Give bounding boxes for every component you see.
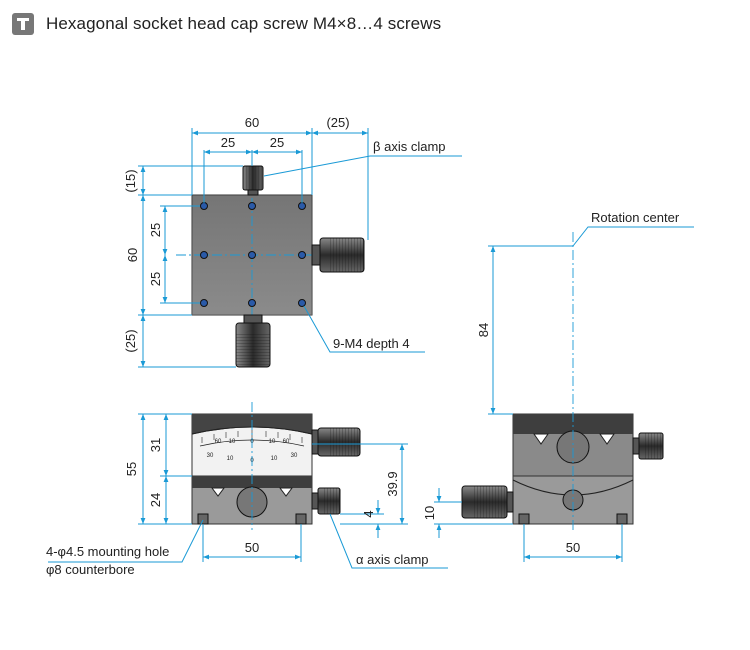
beta-clamp-label: β axis clamp bbox=[373, 139, 446, 154]
svg-text:10: 10 bbox=[227, 456, 234, 462]
rotation-center-label: Rotation center bbox=[591, 210, 680, 225]
dim-left-15: (15) bbox=[123, 169, 138, 192]
dim-left-25a: 25 bbox=[148, 223, 163, 237]
dim-top-25-paren: (25) bbox=[326, 115, 349, 130]
dim-side-84: 84 bbox=[476, 323, 491, 337]
side-view: 84 10 50 Rotation center bbox=[422, 210, 694, 562]
dim-top-25b: 25 bbox=[270, 135, 284, 150]
front-view: 60 10 0 10 60 30 10 0 10 30 55 31 24 bbox=[46, 402, 448, 577]
dim-left-25b: 25 bbox=[148, 272, 163, 286]
svg-text:60: 60 bbox=[215, 439, 222, 445]
svg-text:30: 30 bbox=[291, 453, 298, 459]
dim-front-50: 50 bbox=[245, 540, 259, 555]
m4-holes bbox=[200, 202, 306, 307]
svg-text:60: 60 bbox=[283, 439, 290, 445]
dim-top-60: 60 bbox=[245, 115, 259, 130]
svg-text:10: 10 bbox=[271, 456, 278, 462]
svg-text:30: 30 bbox=[207, 453, 214, 459]
dim-front-4: 4 bbox=[361, 510, 376, 517]
mount-hole-label: 4-φ4.5 mounting hole bbox=[46, 544, 169, 559]
dim-front-31: 31 bbox=[148, 438, 163, 452]
dim-front-55: 55 bbox=[124, 462, 139, 476]
dim-front-39-9: 39.9 bbox=[385, 471, 400, 496]
counterbore-label: φ8 counterbore bbox=[46, 562, 135, 577]
dim-left-25-paren: (25) bbox=[123, 329, 138, 352]
m4-depth-label: 9-M4 depth 4 bbox=[333, 336, 410, 351]
dim-side-50: 50 bbox=[566, 540, 580, 555]
header: Hexagonal socket head cap screw M4×8…4 s… bbox=[12, 12, 441, 36]
dim-side-10: 10 bbox=[422, 506, 437, 520]
dim-left-60: 60 bbox=[125, 248, 140, 262]
page-title: Hexagonal socket head cap screw M4×8…4 s… bbox=[46, 14, 442, 33]
dim-top-25a: 25 bbox=[221, 135, 235, 150]
top-view: 60 (25) 25 25 (15) 60 25 25 (25) β axis … bbox=[123, 115, 462, 368]
svg-text:10: 10 bbox=[269, 439, 276, 445]
screw-spec-icon bbox=[12, 13, 34, 35]
dim-front-24: 24 bbox=[148, 493, 163, 507]
alpha-clamp-label: α axis clamp bbox=[356, 552, 429, 567]
svg-text:10: 10 bbox=[229, 439, 236, 445]
